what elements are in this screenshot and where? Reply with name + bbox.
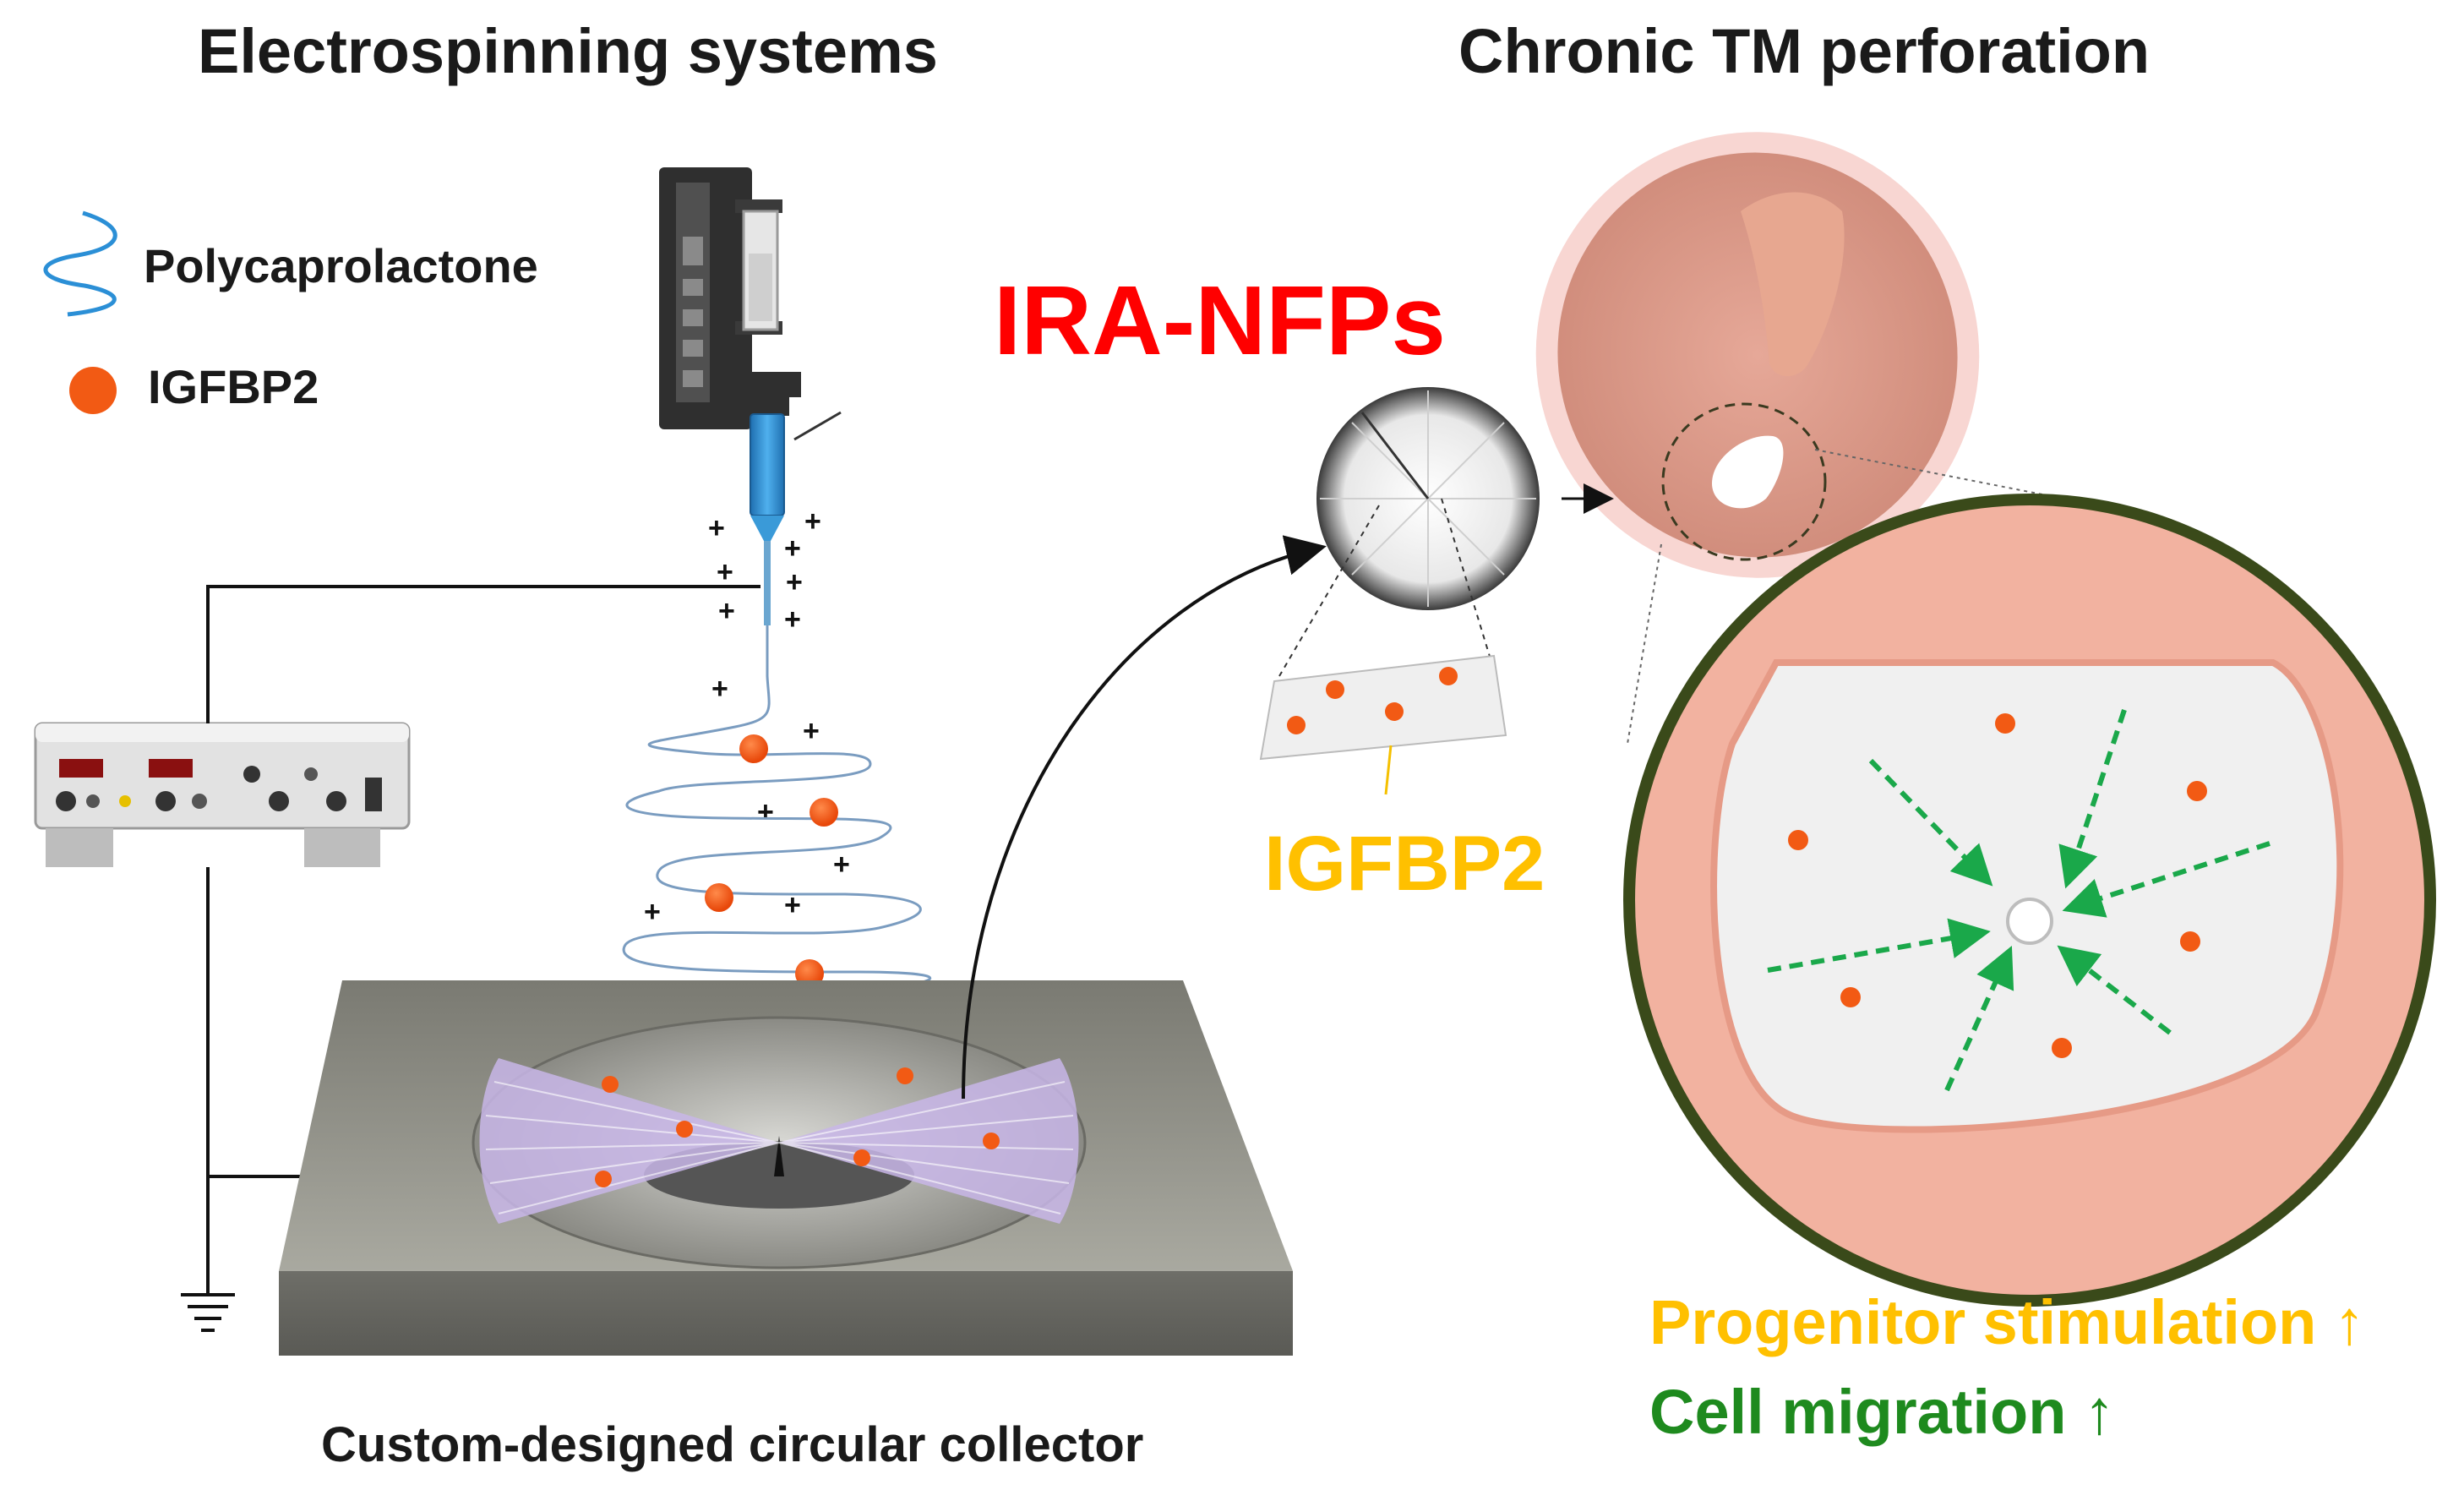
magnified-view-frame — [1623, 494, 2436, 1307]
heading-electrospinning: Electrospinning systems — [198, 16, 938, 86]
syringe-pump — [659, 167, 801, 429]
zoom-guides — [1627, 449, 2064, 745]
outcome-progenitor: Progenitor stimulation ↑ — [1649, 1287, 2365, 1357]
heading-tm-perforation: Chronic TM perforation — [1458, 16, 2151, 86]
ground-symbol — [181, 1293, 235, 1332]
charge-symbols: ++ ++ ++ ++ ++ ++ + — [644, 505, 850, 928]
svg-text:+: + — [784, 532, 801, 565]
svg-text:+: + — [757, 796, 774, 828]
igfbp2-callout: IGFBP2 — [1264, 821, 1545, 907]
legend-particle-label: IGFBP2 — [148, 360, 319, 413]
svg-text:+: + — [804, 505, 821, 538]
svg-text:+: + — [786, 566, 803, 598]
high-voltage-power-supply — [34, 722, 411, 867]
svg-text:+: + — [644, 896, 661, 928]
svg-text:+: + — [784, 889, 801, 921]
patch-magnified-strip — [1259, 498, 1507, 795]
aligned-fiber-scaffold — [479, 1058, 1079, 1224]
transfer-arrow — [962, 535, 1327, 1100]
svg-text:+: + — [717, 556, 733, 588]
jet-particles — [705, 734, 838, 988]
product-name: IRA-NFPs — [994, 265, 1446, 375]
tympanic-membrane — [1535, 132, 1980, 578]
svg-text:+: + — [708, 512, 725, 544]
nanofiber-patch — [1316, 387, 1540, 610]
syringe — [750, 411, 842, 625]
svg-text:+: + — [711, 673, 728, 705]
svg-text:+: + — [803, 715, 820, 747]
igfbp2-particle-icon — [69, 367, 117, 414]
legend-fiber-label: Polycaprolactone — [144, 239, 538, 292]
svg-text:+: + — [833, 849, 850, 881]
svg-text:+: + — [718, 595, 735, 627]
outcome-migration: Cell migration ↑ — [1649, 1377, 2115, 1447]
collector-caption: Custom-designed circular collector — [321, 1417, 1144, 1472]
svg-text:+: + — [784, 603, 801, 636]
polycaprolactone-fiber-icon — [43, 210, 117, 317]
magnified-perforation — [1629, 499, 2430, 1301]
circular-collector — [279, 980, 1293, 1356]
